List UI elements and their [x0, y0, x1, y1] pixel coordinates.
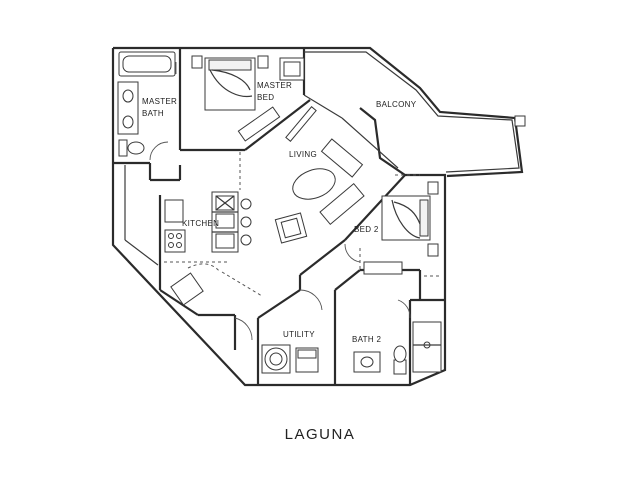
utility-fixtures — [234, 289, 323, 374]
label-master-bath-2: BATH — [142, 109, 164, 118]
label-kitchen: KITCHEN — [182, 219, 219, 228]
kitchen-fixtures — [164, 152, 263, 306]
label-bath2: BATH 2 — [352, 335, 381, 344]
balcony — [303, 51, 526, 173]
fridge — [170, 272, 204, 306]
label-bed2: BED 2 — [354, 225, 379, 234]
bed2-dresser — [363, 261, 403, 275]
room-labels: MASTER BATH MASTER BED BALCONY LIVING KI… — [142, 81, 417, 344]
plan-title: LAGUNA — [284, 426, 356, 443]
master-bed — [175, 55, 305, 142]
label-master-bed: MASTER — [257, 81, 292, 90]
toilet — [127, 141, 145, 155]
label-master-bed-2: BED — [257, 93, 274, 102]
living-furniture — [274, 106, 365, 244]
toilet2 — [393, 345, 407, 363]
coffee-table — [292, 168, 336, 200]
bath2-fixtures — [353, 275, 442, 375]
master-bath-fixtures — [117, 51, 176, 161]
stove — [164, 229, 186, 253]
label-living: LIVING — [289, 150, 317, 159]
label-balcony: BALCONY — [376, 100, 417, 109]
sofa-bottom — [319, 183, 365, 225]
bed2-furniture — [344, 174, 439, 275]
sofa-top — [320, 138, 364, 178]
toilet-tank — [118, 139, 128, 157]
label-utility: UTILITY — [283, 330, 315, 339]
label-master-bath: MASTER — [142, 97, 177, 106]
dresser — [237, 106, 281, 142]
